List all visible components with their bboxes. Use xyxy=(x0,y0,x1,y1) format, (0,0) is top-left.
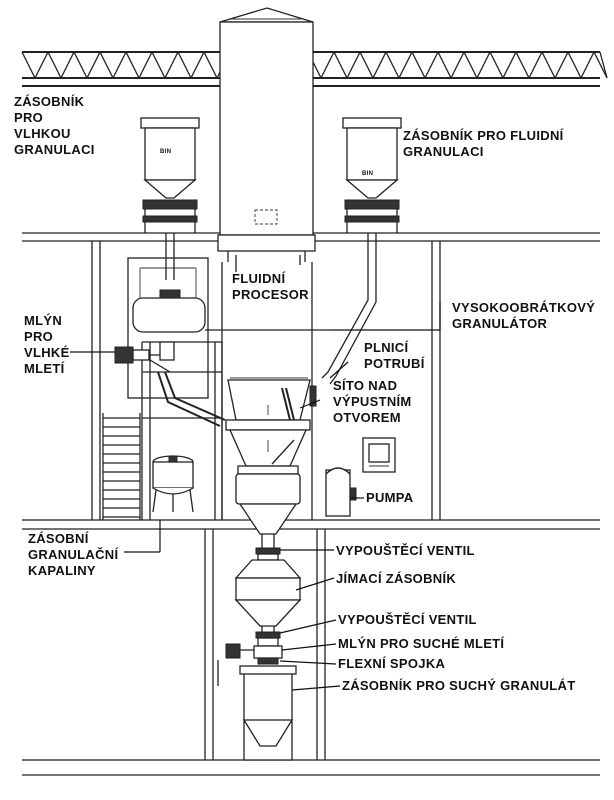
truss-member xyxy=(424,51,439,79)
label-wet-mill-line4: MLETÍ xyxy=(24,361,65,376)
wet-granulation-bin: BIN xyxy=(140,117,200,280)
truss-member xyxy=(112,51,127,79)
label-fluid-hopper-line1: ZÁSOBNÍK PRO FLUIDNÍ xyxy=(403,128,564,143)
labels: ZÁSOBNÍK PRO VLHKOU GRANULACI ZÁSOBNÍK P… xyxy=(14,94,599,693)
truss-member xyxy=(580,51,595,79)
granulation-liquid-tank xyxy=(152,455,194,513)
truss-member xyxy=(47,51,62,79)
fluid-processor-tower xyxy=(217,7,316,262)
fluid-bed-unit xyxy=(221,262,317,520)
truss-member xyxy=(515,51,530,79)
truss-member xyxy=(476,51,491,79)
truss-member xyxy=(502,51,517,79)
leader-lines xyxy=(70,255,441,691)
truss-member xyxy=(346,51,361,79)
truss-member xyxy=(528,51,543,79)
building-columns xyxy=(91,241,441,760)
bin-mark-left: BIN xyxy=(160,149,171,155)
truss-member xyxy=(593,51,608,79)
truss-member xyxy=(463,51,478,79)
truss-member xyxy=(359,51,374,79)
label-fluid-processor-line2: PROCESOR xyxy=(232,287,309,302)
bin-mark-right: BIN xyxy=(362,171,373,177)
label-liquid-tank-line3: KAPALINY xyxy=(28,563,96,578)
label-wet-hopper-line1: ZÁSOBNÍK xyxy=(14,94,85,109)
lower-discharge-train xyxy=(217,503,302,761)
label-fluid-hopper: ZÁSOBNÍK PRO FLUIDNÍ GRANULACI xyxy=(403,128,567,159)
label-discharge-valve-1: VYPOUŠTĚCÍ VENTIL xyxy=(336,543,475,558)
label-wet-hopper-line3: VLHKOU xyxy=(14,126,71,141)
label-screen-line1: SÍTO NAD xyxy=(333,378,397,393)
label-wet-hopper-line2: PRO xyxy=(14,110,43,125)
label-dry-mill: MLÝN PRO SUCHÉ MLETÍ xyxy=(338,636,504,651)
label-liquid-tank-line1: ZÁSOBNÍ xyxy=(28,531,89,546)
truss-member xyxy=(73,51,88,79)
truss-member xyxy=(450,51,465,79)
truss-member xyxy=(151,51,166,79)
truss-member xyxy=(398,51,413,79)
wet-mill xyxy=(114,341,175,373)
label-liquid-tank: ZÁSOBNÍ GRANULAČNÍ KAPALINY xyxy=(28,531,122,578)
label-pump: PUMPA xyxy=(366,490,414,505)
control-panel xyxy=(362,437,396,473)
fluid-granulation-bin: BIN xyxy=(321,117,402,385)
label-wet-hopper: ZÁSOBNÍK PRO VLHKOU GRANULACI xyxy=(14,94,95,157)
label-collecting-hopper: JÍMACÍ ZÁSOBNÍK xyxy=(336,571,456,586)
label-high-shear-granulator-line1: VYSOKOOBRÁTKOVÝ xyxy=(452,300,595,315)
truss-member xyxy=(177,51,192,79)
truss-member xyxy=(21,51,36,79)
label-wet-mill-line3: VLHKÉ xyxy=(24,345,70,360)
roof-truss xyxy=(21,51,608,87)
label-wet-mill-line2: PRO xyxy=(24,329,53,344)
truss-member xyxy=(34,51,49,79)
truss-member xyxy=(541,51,556,79)
label-screen: SÍTO NAD VÝPUSTNÍM OTVOREM xyxy=(333,378,415,425)
truss-member xyxy=(411,51,426,79)
truss-member xyxy=(86,51,101,79)
label-high-shear-granulator: VYSOKOOBRÁTKOVÝ GRANULÁTOR xyxy=(452,300,599,331)
label-wet-mill: MLÝN PRO VLHKÉ MLETÍ xyxy=(24,313,73,376)
truss-member xyxy=(99,51,114,79)
label-dry-granulate-hopper: ZÁSOBNÍK PRO SUCHÝ GRANULÁT xyxy=(342,678,575,693)
truss-member xyxy=(190,51,205,79)
truss-member xyxy=(125,51,140,79)
truss-member xyxy=(599,51,608,79)
label-feed-pipe-line1: PLNICÍ xyxy=(364,340,408,355)
label-feed-pipe: PLNICÍ POTRUBÍ xyxy=(364,340,425,371)
label-fluid-processor-line1: FLUIDNÍ xyxy=(232,271,285,286)
label-wet-mill-line1: MLÝN xyxy=(24,313,62,328)
truss-member xyxy=(554,51,569,79)
truss-member xyxy=(320,51,335,79)
truss-member xyxy=(567,51,582,79)
truss-member xyxy=(138,51,153,79)
label-fluid-processor: FLUIDNÍ PROCESOR xyxy=(232,271,309,302)
truss-member xyxy=(437,51,452,79)
truss-member xyxy=(60,51,75,79)
truss-member xyxy=(203,51,218,79)
pump xyxy=(325,467,357,517)
truss-member xyxy=(372,51,387,79)
truss-member xyxy=(489,51,504,79)
truss-member xyxy=(385,51,400,79)
label-discharge-valve-2: VYPOUŠTĚCÍ VENTIL xyxy=(338,612,477,627)
label-screen-line2: VÝPUSTNÍM xyxy=(333,394,412,409)
truss-member xyxy=(164,51,179,79)
truss-member xyxy=(333,51,348,79)
label-wet-hopper-line4: GRANULACI xyxy=(14,142,95,157)
label-high-shear-granulator-line2: GRANULÁTOR xyxy=(452,316,548,331)
label-liquid-tank-line2: GRANULAČNÍ xyxy=(28,547,118,562)
label-flex-joint: FLEXNÍ SPOJKA xyxy=(338,656,446,671)
label-feed-pipe-line2: POTRUBÍ xyxy=(364,356,425,371)
label-fluid-hopper-line2: GRANULACI xyxy=(403,144,484,159)
label-screen-line3: OTVOREM xyxy=(333,410,401,425)
staircase xyxy=(102,413,141,520)
